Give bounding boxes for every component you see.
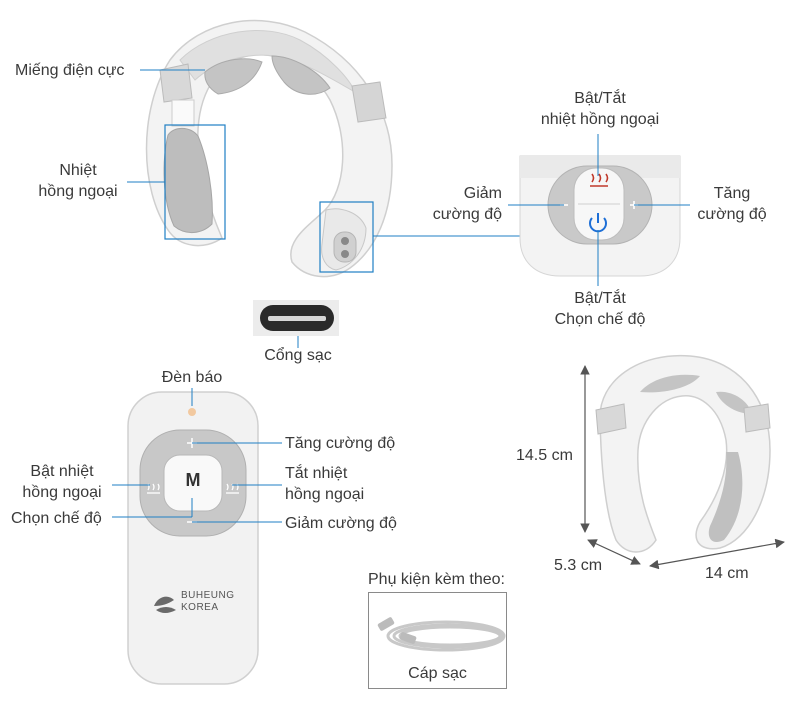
depth-label: 5.3 cm bbox=[554, 557, 603, 574]
button-highlight bbox=[319, 201, 374, 273]
remote-infrared-on-label: Bật nhiệt hồng ngoại bbox=[22, 463, 102, 501]
neck-massager-top bbox=[145, 19, 393, 336]
cable-connector bbox=[377, 617, 395, 631]
remote-decrease-label: Giảm cường độ bbox=[285, 515, 397, 532]
accessories-title: Phụ kiện kèm theo: bbox=[368, 571, 505, 588]
brand-text: BUHEUNG KOREA bbox=[181, 590, 235, 613]
infrared-toggle-label: Bật/Tắt nhiệt hồng ngoại bbox=[540, 90, 660, 128]
indicator-light bbox=[188, 408, 196, 416]
electrode-label: Miếng điện cực bbox=[15, 62, 125, 79]
increase-label: Tăng cường độ bbox=[697, 185, 767, 223]
indicator-label: Đèn báo bbox=[161, 369, 223, 386]
accessory-box bbox=[368, 592, 507, 689]
button-panel-closeup bbox=[519, 155, 681, 277]
height-label: 14.5 cm bbox=[516, 447, 573, 464]
decrease-label: Giảm cường độ bbox=[432, 185, 502, 223]
heat-icon[interactable] bbox=[590, 173, 609, 187]
width-label: 14 cm bbox=[705, 565, 749, 582]
remote-mode-label: Chọn chế độ bbox=[11, 510, 102, 527]
charging-port-label: Cổng sạc bbox=[264, 347, 332, 364]
buheung-logo-icon bbox=[154, 596, 176, 613]
remote-control bbox=[127, 391, 259, 685]
charging-cable bbox=[386, 620, 506, 652]
remote-infrared-off-label: Tắt nhiệt hồng ngoại bbox=[285, 465, 365, 503]
cable-label: Cáp sạc bbox=[408, 665, 467, 682]
depth-arrow bbox=[587, 539, 641, 565]
power-label: Bật/Tắt Chọn chế độ bbox=[554, 290, 646, 328]
mode-key[interactable]: M bbox=[185, 470, 201, 490]
width-arrow bbox=[649, 538, 785, 570]
remote-increase-label: Tăng cường độ bbox=[285, 435, 396, 452]
infrared-label: Nhiệt hồng ngoại bbox=[38, 162, 118, 200]
neck-massager-dimension bbox=[595, 354, 771, 553]
